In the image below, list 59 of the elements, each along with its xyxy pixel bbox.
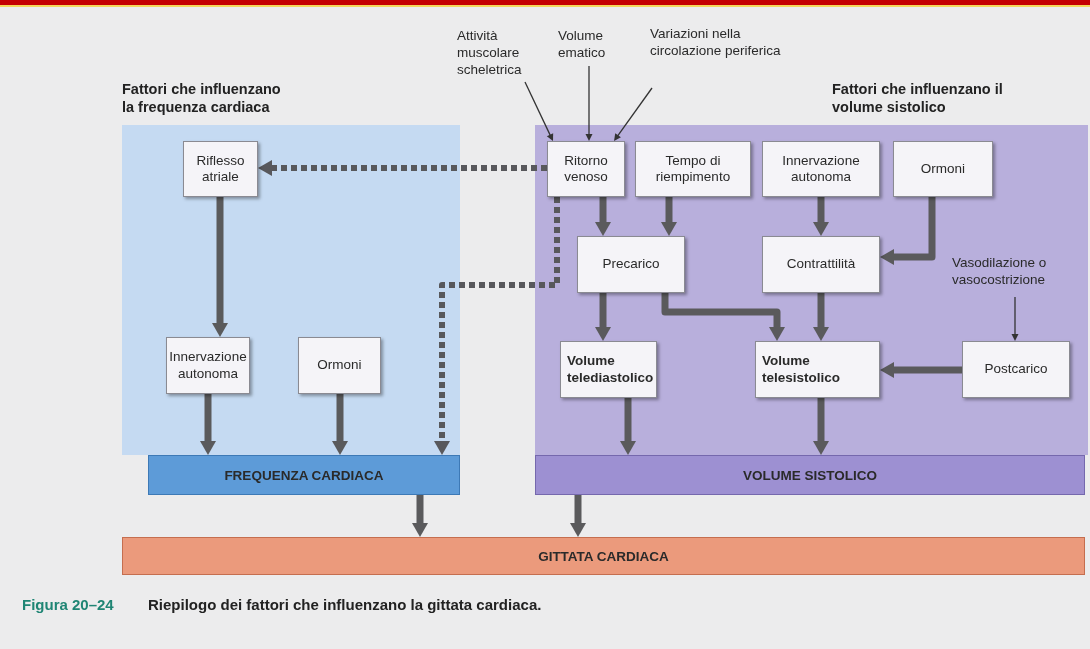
arrow bbox=[434, 197, 560, 455]
figure-caption: Riepilogo dei fattori che influenzano la gittata cardiaca. bbox=[148, 596, 542, 613]
factor-box bbox=[560, 341, 657, 398]
factor-box bbox=[962, 341, 1070, 398]
box-label: Volume telediastolico bbox=[567, 353, 654, 386]
box-label: Contrattilità bbox=[786, 256, 856, 273]
arrow bbox=[620, 398, 636, 455]
box-label: Ormoni bbox=[920, 160, 966, 178]
output-bar bbox=[122, 537, 1085, 575]
arrow bbox=[661, 197, 677, 236]
arrow bbox=[524, 81, 554, 141]
bar-label: GITTATA CARDIACA bbox=[538, 548, 669, 564]
arrow bbox=[570, 495, 586, 537]
arrow bbox=[585, 65, 593, 141]
box-label: Innervazione autonoma bbox=[781, 152, 861, 186]
arrow bbox=[880, 362, 962, 378]
annotation-text: Variazioni nella circolazione periferica bbox=[650, 26, 782, 60]
arrow bbox=[200, 394, 216, 455]
arrow bbox=[595, 197, 611, 236]
factor-box bbox=[166, 337, 250, 394]
arrow bbox=[1011, 296, 1019, 341]
box-label: Precarico bbox=[602, 256, 660, 273]
arrow bbox=[813, 293, 829, 341]
factor-box bbox=[755, 341, 880, 398]
factor-box bbox=[635, 141, 751, 197]
arrow bbox=[212, 197, 228, 337]
arrow bbox=[813, 197, 829, 236]
factor-box bbox=[577, 236, 685, 293]
box-label: Ritorno venoso bbox=[563, 152, 609, 186]
bar-label: VOLUME SISTOLICO bbox=[743, 467, 877, 483]
factor-box bbox=[298, 337, 381, 394]
box-label: Postcarico bbox=[984, 361, 1048, 378]
annotation-text: Attività muscolare scheletrica bbox=[457, 28, 523, 79]
result-bar bbox=[535, 455, 1085, 495]
arrow bbox=[661, 293, 785, 341]
result-bar bbox=[148, 455, 460, 495]
annotation-text: Volume ematico bbox=[558, 28, 607, 62]
factor-box bbox=[183, 141, 258, 197]
panel-heading: Fattori che influenzano il volume sistolico bbox=[832, 80, 1004, 117]
figure-number: Figura 20–24 bbox=[22, 596, 114, 613]
bar-label: FREQUENZA CARDIACA bbox=[224, 467, 384, 483]
arrow bbox=[595, 293, 611, 341]
arrow bbox=[332, 394, 348, 455]
arrow bbox=[880, 197, 936, 265]
factor-box bbox=[762, 236, 880, 293]
panel-heading: Fattori che influenzano la frequenza cardiaca bbox=[122, 80, 282, 117]
factor-box bbox=[547, 141, 625, 197]
annotation-text: Vasodilazione o vasocostrizione bbox=[952, 255, 1048, 289]
arrow bbox=[614, 87, 653, 141]
box-label: Riflesso atriale bbox=[195, 152, 246, 186]
box-label: Ormoni bbox=[317, 357, 362, 374]
box-label: Innervazione autonoma bbox=[169, 349, 247, 382]
arrow bbox=[412, 495, 428, 537]
factor-box bbox=[762, 141, 880, 197]
box-label: Volume telesistolico bbox=[762, 353, 842, 386]
arrow bbox=[813, 398, 829, 455]
factor-box bbox=[893, 141, 993, 197]
box-label: Tempo di riempimento bbox=[654, 152, 732, 186]
arrow bbox=[258, 160, 547, 176]
